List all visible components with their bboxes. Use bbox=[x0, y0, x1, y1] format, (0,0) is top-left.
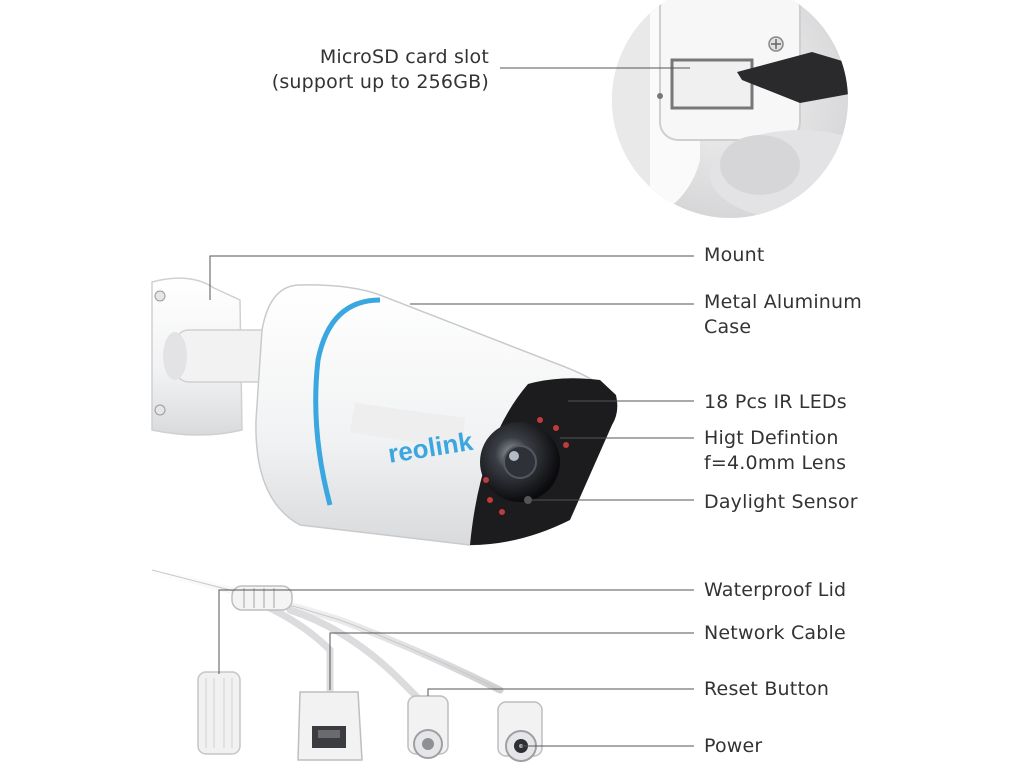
cables bbox=[148, 566, 543, 762]
label-reset-button: Reset Button bbox=[704, 677, 829, 702]
ir-led-array bbox=[483, 417, 569, 515]
label-daylight-sensor: Daylight Sensor bbox=[704, 490, 858, 515]
microsd-card bbox=[737, 52, 848, 103]
label-reset-button-text: Reset Button bbox=[704, 678, 830, 700]
label-network-cable: Network Cable bbox=[704, 621, 846, 646]
camera-body: reolink bbox=[255, 284, 618, 546]
label-microsd-line1: MicroSD card slot bbox=[319, 46, 489, 68]
label-daylight-sensor-text: Daylight Sensor bbox=[704, 491, 858, 513]
label-ir-leds: 18 Pcs IR LEDs bbox=[704, 390, 847, 415]
label-case-line2: Case bbox=[704, 316, 752, 338]
cable-junction bbox=[231, 585, 293, 611]
label-mount-text: Mount bbox=[704, 244, 765, 266]
label-waterproof-lid: Waterproof Lid bbox=[704, 578, 846, 603]
accent-ring bbox=[313, 297, 381, 506]
leader-reset-button bbox=[427, 688, 694, 696]
label-ir-leds-text: 18 Pcs IR LEDs bbox=[704, 391, 847, 413]
leader-network-cable bbox=[329, 632, 694, 690]
label-case: Metal Aluminum Case bbox=[704, 290, 862, 340]
label-mount: Mount bbox=[704, 243, 765, 268]
label-microsd-slot: MicroSD card slot (support up to 256GB) bbox=[272, 45, 489, 95]
label-waterproof-lid-text: Waterproof Lid bbox=[704, 579, 847, 601]
label-lens: Higt Defintion f=4.0mm Lens bbox=[704, 426, 846, 476]
waterproof-lid bbox=[197, 671, 241, 755]
label-power-text: Power bbox=[704, 735, 763, 757]
microsd-inset bbox=[612, 0, 848, 218]
leader-mount bbox=[209, 255, 694, 300]
label-network-cable-text: Network Cable bbox=[704, 622, 846, 644]
leader-waterproof-lid bbox=[218, 589, 694, 674]
label-power: Power bbox=[704, 734, 762, 759]
daylight-sensor bbox=[524, 496, 532, 504]
label-lens-line1: Higt Defintion bbox=[704, 427, 839, 449]
label-lens-line2: f=4.0mm Lens bbox=[704, 452, 847, 474]
leader-lines bbox=[209, 67, 694, 747]
microsd-slot bbox=[670, 58, 754, 110]
label-microsd-line2: (support up to 256GB) bbox=[271, 71, 489, 93]
label-case-line1: Metal Aluminum bbox=[704, 291, 862, 313]
camera-mount bbox=[151, 277, 276, 436]
